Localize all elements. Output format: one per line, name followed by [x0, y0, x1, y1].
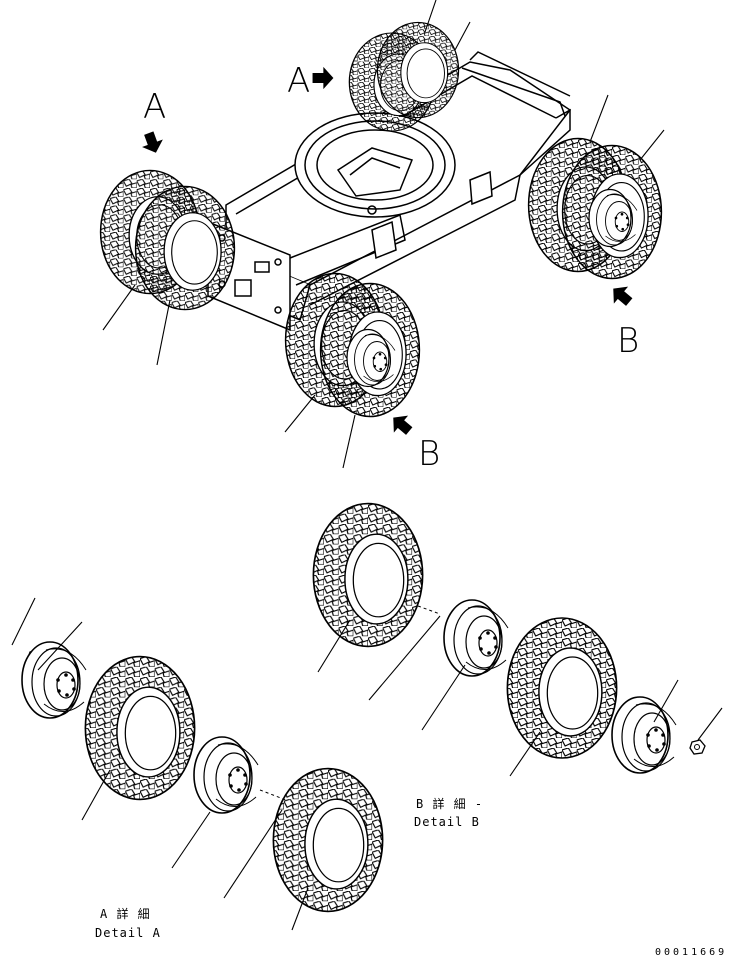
view-arrow-icon [139, 129, 166, 156]
frame-assembly [207, 51, 572, 332]
detail-a-caption-jp: A 詳 細 [100, 906, 151, 921]
tire-icon [312, 502, 424, 648]
tire-icon [506, 617, 618, 759]
view-arrow-icon [386, 410, 416, 439]
view-arrow-icon [312, 67, 334, 89]
view-label-b-right: B [617, 321, 639, 361]
detail-b-caption-en: Detail B [414, 815, 480, 829]
leader-lines-detail-b [317, 615, 723, 777]
detail-a-exploded [11, 597, 384, 931]
view-label-b-bottom: B [418, 434, 440, 474]
view-arrow-icon [606, 281, 636, 310]
rim-icon [193, 736, 259, 814]
view-label-a-left: A [143, 87, 166, 127]
rim-icon [21, 641, 87, 719]
tire-icon [272, 767, 384, 913]
tire-front-left-outer [134, 185, 236, 311]
view-label-a-top: A [287, 61, 310, 101]
detail-b-exploded [312, 502, 723, 777]
document-number: 00011669 [655, 947, 727, 958]
detail-a-caption-en: Detail A [95, 926, 161, 940]
rim-icon [611, 696, 677, 774]
detail-b-caption-jp: B 詳 細 - [416, 796, 483, 811]
nut-icon [689, 739, 706, 755]
leader-lines-detail-a [11, 597, 309, 931]
leader-lines-main [102, 0, 665, 469]
tire-icon [84, 655, 196, 801]
rim-icon [443, 599, 509, 677]
tire-rear-left-outer [376, 21, 460, 119]
